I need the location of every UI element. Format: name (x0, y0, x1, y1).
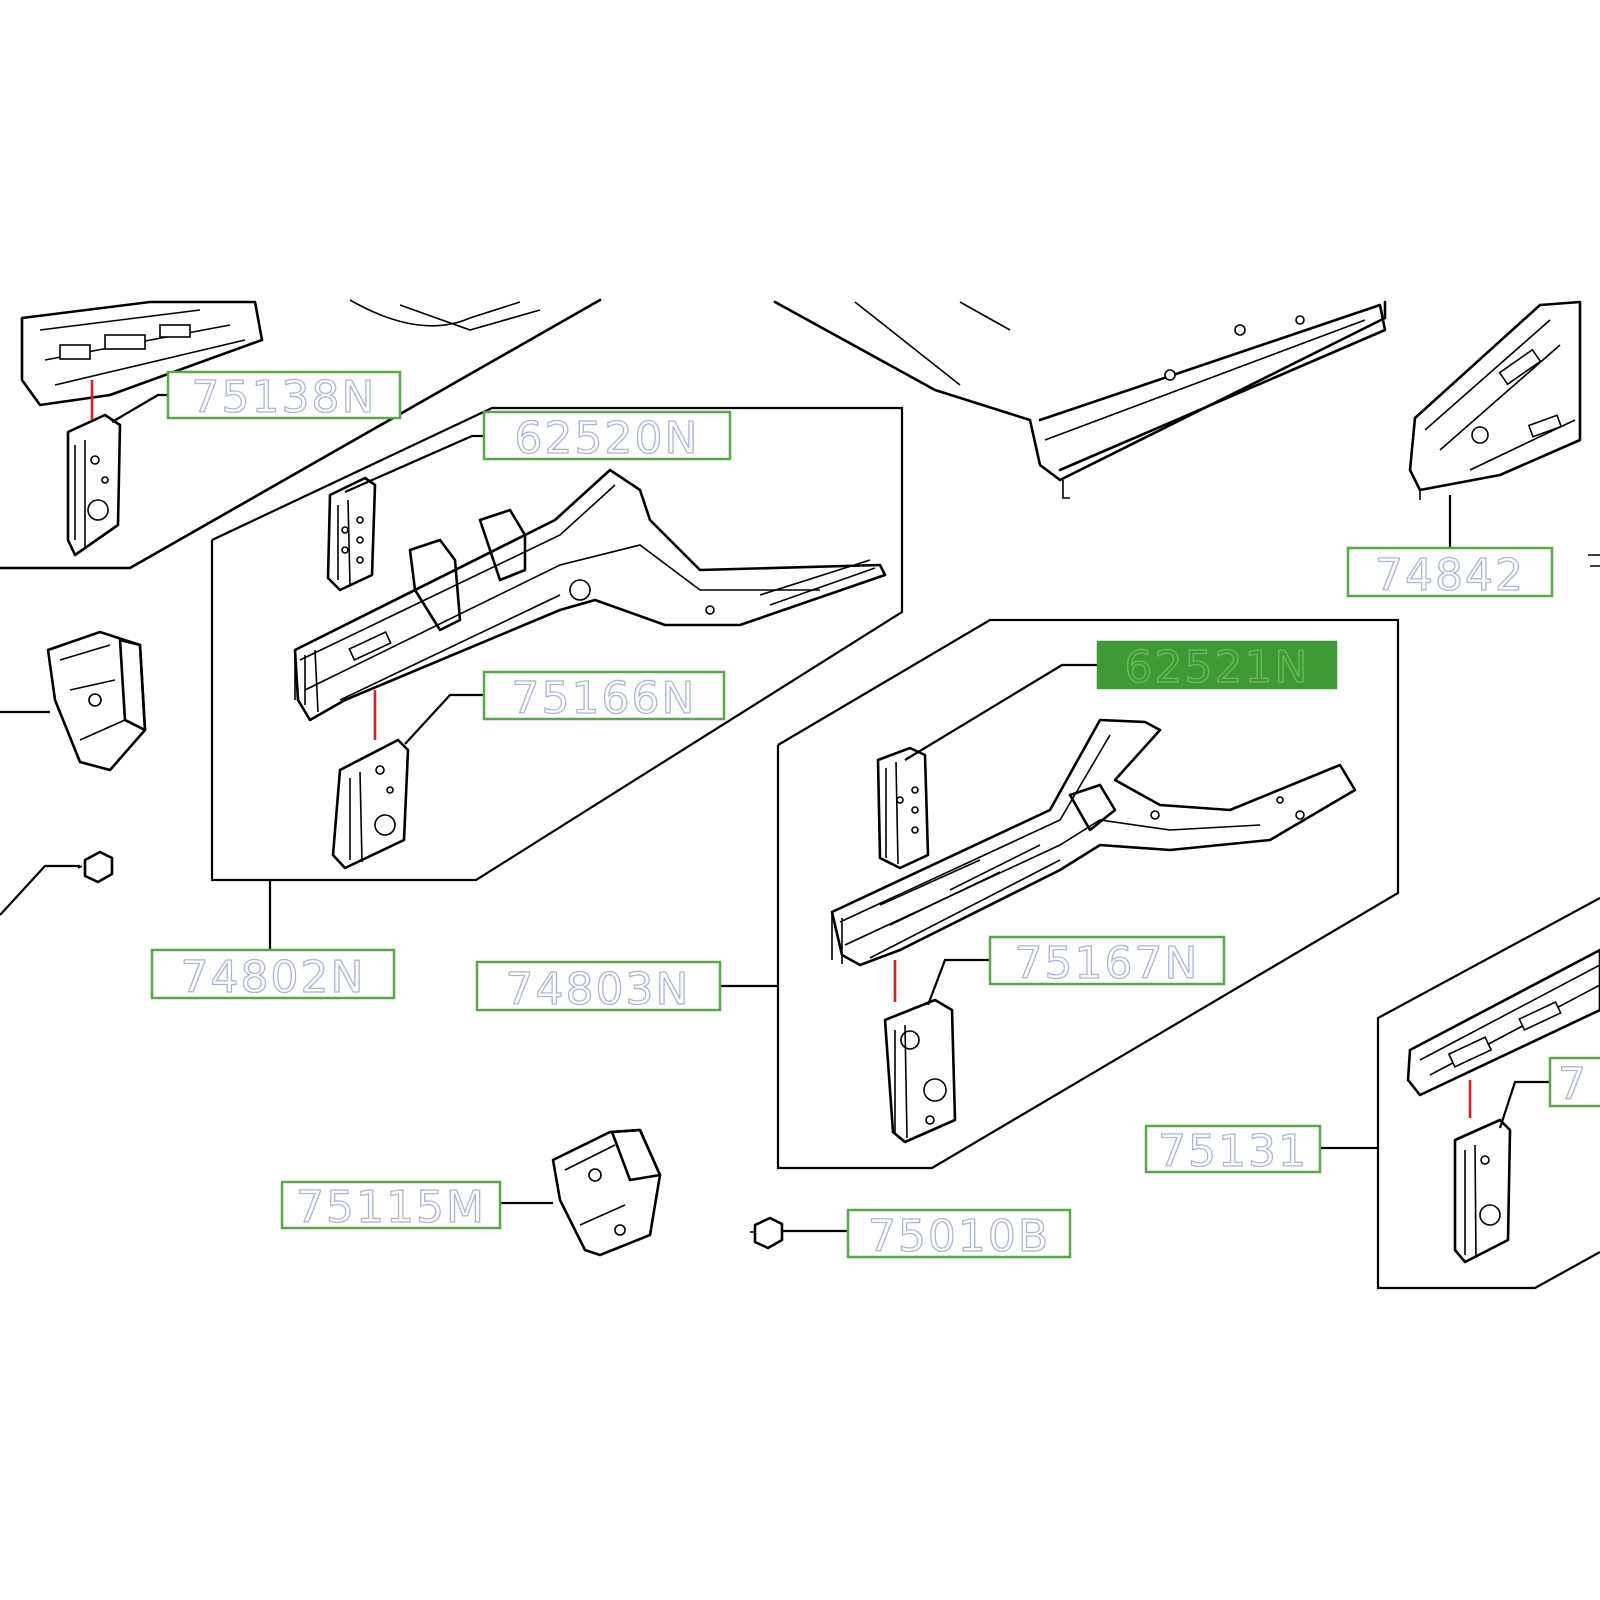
group-frame-74803N (776, 618, 1400, 1170)
label-75115M[interactable]: 75115M (280, 1180, 502, 1234)
svg-text:75138N: 75138N (192, 372, 377, 423)
svg-text:75010B: 75010B (868, 1211, 1050, 1262)
svg-text:75131: 75131 (1158, 1126, 1308, 1177)
label-75138N[interactable]: 75138N (166, 370, 402, 424)
floor-outline-top (0, 298, 602, 570)
label-75131[interactable]: 75131 (1144, 1124, 1322, 1178)
group-frame-74802N (210, 406, 904, 882)
bracket-62521N-upper (876, 746, 930, 870)
leader-lines (111, 393, 1378, 1233)
svg-text:7: 7 (1558, 1059, 1588, 1110)
svg-text:62520N: 62520N (515, 413, 700, 464)
label-partial-right[interactable]: 7 (1548, 1056, 1600, 1111)
label-62521N[interactable]: 62521N (1096, 640, 1338, 694)
floor-panel-top (773, 300, 1387, 499)
rail-part-top-left (20, 300, 264, 557)
label-74802N[interactable]: 74802N (150, 948, 396, 1004)
label-62520N[interactable]: 62520N (482, 410, 732, 465)
bolt-75010B (750, 1216, 784, 1250)
svg-text:74803N: 74803N (506, 964, 691, 1015)
bracket-75166N (331, 690, 410, 870)
label-75010B[interactable]: 75010B (846, 1208, 1072, 1263)
svg-text:75115M: 75115M (296, 1182, 486, 1233)
edge-fragment-right (1588, 554, 1600, 567)
label-74803N[interactable]: 74803N (475, 960, 722, 1016)
label-74842[interactable]: 74842 (1346, 546, 1554, 602)
side-member-74802N (293, 468, 887, 722)
side-member-74803N (830, 718, 1357, 967)
group-frame-75131 (1376, 897, 1600, 1290)
label-75166N[interactable]: 75166N (482, 670, 726, 725)
bracket-75167N (883, 960, 957, 1144)
bracket-62520N (326, 476, 377, 592)
bolt-left (0, 850, 114, 916)
bracket-left-mid (0, 630, 147, 772)
svg-text:62521N: 62521N (1125, 642, 1310, 693)
mount-75115M (551, 1128, 662, 1257)
svg-text:74802N: 74802N (181, 952, 366, 1003)
label-75167N[interactable]: 75167N (988, 935, 1226, 990)
rail-part-top-right (1408, 300, 1582, 548)
rail-part-bottom-right (1406, 948, 1600, 1264)
svg-text:75167N: 75167N (1015, 938, 1200, 989)
svg-text:74842: 74842 (1375, 550, 1525, 601)
svg-text:75166N: 75166N (512, 673, 697, 724)
